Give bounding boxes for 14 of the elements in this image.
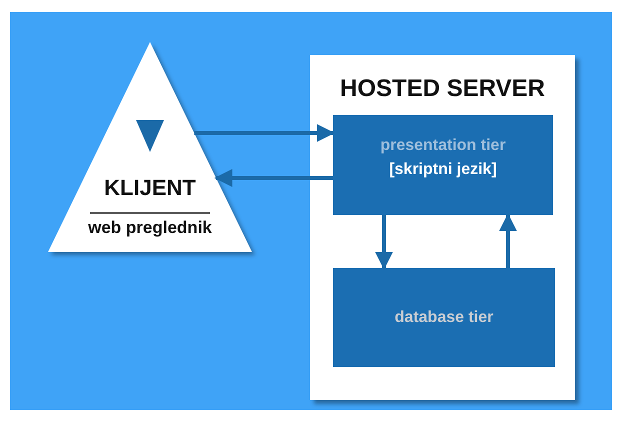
panel-title: HOSTED SERVER xyxy=(339,75,546,103)
client-triangle xyxy=(48,42,252,252)
arrow xyxy=(194,124,335,142)
tier-box xyxy=(333,115,553,215)
arrow xyxy=(214,169,333,187)
server-panel xyxy=(310,55,575,400)
arrow xyxy=(375,215,393,270)
tier-note: [skriptni jezik] xyxy=(389,161,497,179)
tier-box xyxy=(333,268,555,367)
tier-label: database tier xyxy=(394,308,494,326)
node-title: KLIJENT xyxy=(103,175,197,201)
tier-label: presentation tier xyxy=(380,137,506,155)
arrow xyxy=(499,213,517,268)
node-subtitle: web preglednik xyxy=(87,218,213,238)
